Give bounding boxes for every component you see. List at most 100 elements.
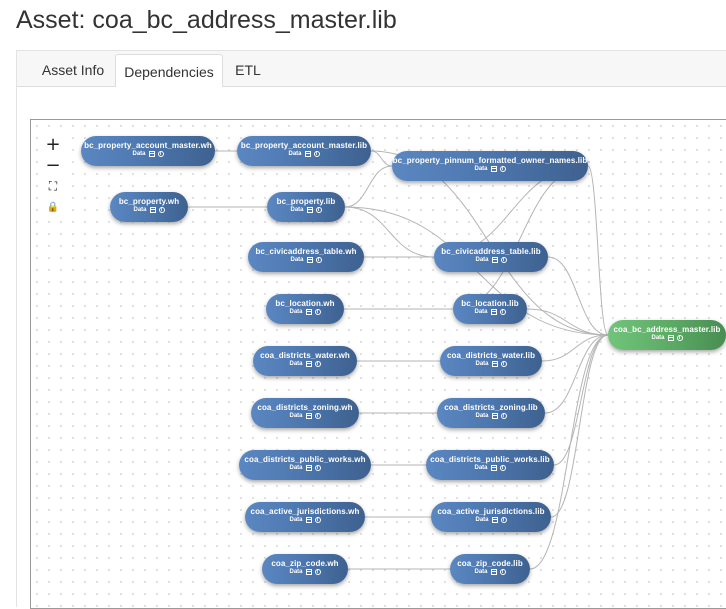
open-window-icon[interactable]	[305, 569, 312, 575]
info-icon[interactable]: i	[499, 166, 506, 172]
open-window-icon[interactable]	[305, 465, 312, 471]
dependency-node[interactable]: bc_property_pinnum_formatted_owner_names…	[392, 151, 588, 181]
graph-edge	[370, 150, 393, 167]
node-label: coa_districts_public_works.lib	[430, 455, 550, 464]
info-icon[interactable]: i	[314, 517, 321, 523]
info-icon[interactable]: i	[314, 465, 321, 471]
open-window-icon[interactable]	[305, 361, 312, 367]
lock-icon[interactable]: 🔒	[42, 197, 64, 217]
node-type-label: Data	[289, 309, 303, 315]
info-icon[interactable]: i	[158, 207, 165, 213]
node-type-label: Data	[475, 361, 489, 367]
node-label: coa_districts_zoning.lib	[444, 403, 538, 412]
info-icon[interactable]: i	[500, 257, 507, 263]
info-icon[interactable]: i	[500, 413, 507, 419]
info-icon[interactable]: i	[500, 361, 507, 367]
node-label: bc_property_account_master.wh	[84, 141, 212, 150]
node-label: coa_active_jurisdictions.wh	[250, 507, 360, 516]
zoom-in-button[interactable]: +	[42, 134, 64, 155]
page-title: Asset: coa_bc_address_master.lib	[16, 6, 397, 34]
info-icon[interactable]: i	[314, 361, 321, 367]
open-window-icon[interactable]	[491, 517, 498, 523]
node-label: bc_location.wh	[275, 299, 335, 308]
info-icon[interactable]: i	[314, 309, 321, 315]
open-window-icon[interactable]	[491, 257, 498, 263]
info-icon[interactable]: i	[499, 309, 506, 315]
open-window-icon[interactable]	[490, 465, 497, 471]
node-label: bc_civicaddress_table.lib	[441, 247, 541, 256]
info-icon[interactable]: i	[315, 257, 322, 263]
graph-edge	[547, 256, 609, 336]
info-icon[interactable]: i	[500, 517, 507, 523]
zoom-out-button[interactable]: −	[42, 155, 64, 176]
info-icon[interactable]: i	[676, 335, 683, 341]
node-meta: Data i	[248, 257, 364, 263]
tab-asset-info[interactable]: Asset Info	[41, 62, 105, 78]
tab-dependencies[interactable]: Dependencies	[115, 54, 223, 89]
info-icon[interactable]: i	[314, 569, 321, 575]
info-icon[interactable]: i	[313, 151, 320, 157]
open-window-icon[interactable]	[491, 413, 498, 419]
node-label: coa_districts_public_works.wh	[244, 455, 366, 464]
open-window-icon[interactable]	[305, 413, 312, 419]
graph-edge	[529, 334, 609, 570]
open-window-icon[interactable]	[490, 309, 497, 315]
info-icon[interactable]: i	[315, 207, 322, 213]
info-icon[interactable]: i	[157, 151, 164, 157]
node-label: coa_districts_water.lib	[446, 351, 536, 360]
node-label: bc_property.lib	[276, 197, 336, 206]
node-meta: Data i	[266, 309, 344, 315]
node-label: coa_districts_water.wh	[260, 351, 350, 360]
open-window-icon[interactable]	[490, 166, 497, 172]
graph-edge	[550, 334, 609, 518]
node-type-label: Data	[290, 257, 304, 263]
info-icon[interactable]: i	[314, 413, 321, 419]
open-window-icon[interactable]	[304, 151, 311, 157]
open-window-icon[interactable]	[667, 335, 674, 341]
open-window-icon[interactable]	[149, 207, 156, 213]
open-window-icon[interactable]	[148, 151, 155, 157]
info-icon[interactable]: i	[499, 465, 506, 471]
node-type-label: Data	[289, 413, 303, 419]
fit-view-button[interactable]: ⛶	[42, 176, 64, 196]
info-icon[interactable]: i	[499, 569, 506, 575]
node-type-label: Data	[133, 207, 147, 213]
node-type-label: Data	[132, 151, 146, 157]
tab-bar: Asset Info Dependencies ETL	[16, 50, 726, 89]
open-window-icon[interactable]	[491, 361, 498, 367]
open-window-icon[interactable]	[490, 569, 497, 575]
tab-etl[interactable]: ETL	[235, 62, 261, 78]
open-window-icon[interactable]	[306, 257, 313, 263]
open-window-icon[interactable]	[305, 517, 312, 523]
open-window-icon[interactable]	[305, 309, 312, 315]
open-window-icon[interactable]	[306, 207, 313, 213]
